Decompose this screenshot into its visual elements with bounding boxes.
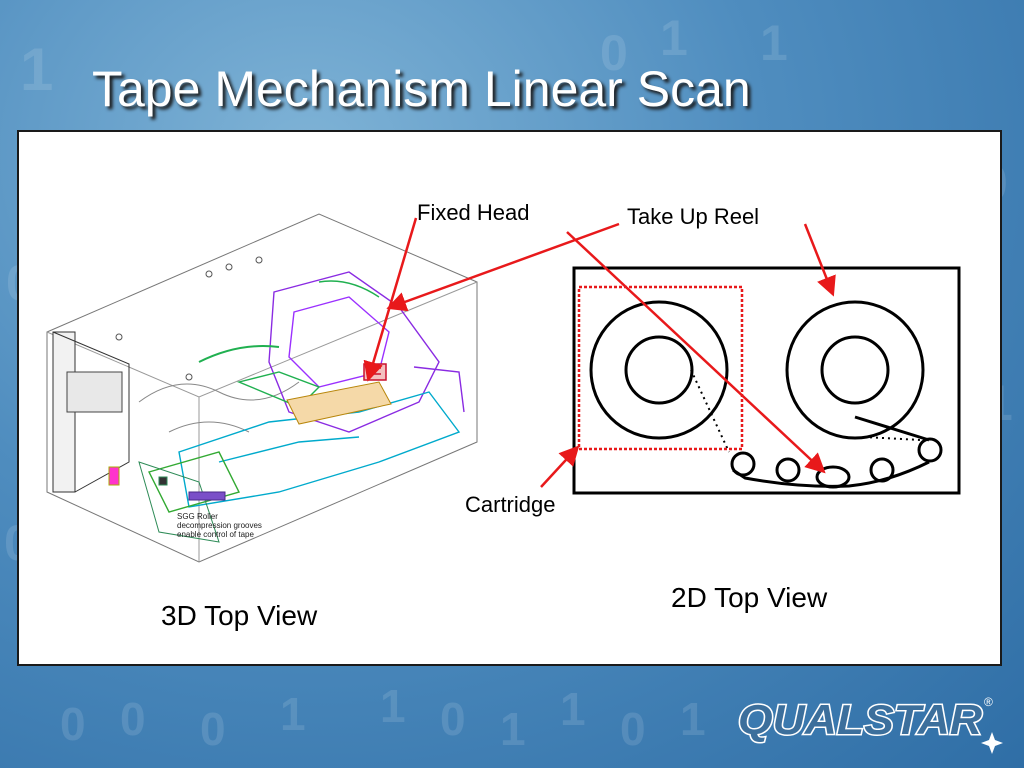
supply-reel-outer bbox=[589, 300, 729, 440]
bg-digit: 0 bbox=[600, 25, 628, 81]
head-assembly bbox=[363, 363, 387, 381]
take-up-reel-outer bbox=[785, 300, 925, 440]
annotation-roller: SGG Roller decompression grooves enable … bbox=[177, 512, 262, 539]
label-fixed-head: Fixed Head bbox=[417, 200, 530, 225]
bg-digit: 0 bbox=[440, 693, 466, 745]
qualstar-logo: QUALSTAR ® bbox=[737, 695, 1003, 754]
bg-digit: 1 bbox=[660, 10, 688, 66]
slide-title: Tape Mechanism Linear Scan bbox=[92, 61, 751, 117]
arrow-fixed-head-3d bbox=[363, 217, 418, 382]
tape-drive-3d-drawing bbox=[46, 213, 478, 563]
tape-path-lower bbox=[732, 460, 930, 488]
arrow-fixed-head-2d bbox=[566, 231, 826, 474]
bg-digit: 0 bbox=[120, 693, 146, 745]
annotation-line: decompression grooves bbox=[177, 521, 262, 530]
bg-digit: 1 bbox=[380, 680, 406, 732]
panel-illustration bbox=[46, 213, 961, 563]
take-up-reel-hub bbox=[820, 335, 890, 405]
bg-digit: 0 bbox=[200, 703, 226, 755]
bg-digit: 0 bbox=[60, 698, 86, 750]
annotation-line: SGG Roller bbox=[177, 512, 218, 521]
mechanism-plates bbox=[147, 271, 465, 513]
bg-digit: 1 bbox=[560, 683, 586, 735]
label-3d-top-view: 3D Top View bbox=[161, 600, 318, 631]
logo-registered-mark: ® bbox=[984, 695, 993, 709]
bg-digit: 1 bbox=[20, 36, 53, 103]
bg-digit: 1 bbox=[500, 703, 526, 755]
arrow-cartridge bbox=[540, 445, 580, 488]
logo-wordmark: QUALSTAR bbox=[738, 696, 983, 744]
bg-digit: 0 bbox=[620, 703, 646, 755]
annotation-line: enable control of tape bbox=[177, 530, 254, 539]
pcb-board bbox=[138, 461, 226, 543]
guide-roller-2 bbox=[775, 457, 801, 483]
schematic-2d bbox=[572, 266, 961, 495]
label-cartridge: Cartridge bbox=[465, 492, 556, 517]
sparkle-icon bbox=[981, 732, 1003, 754]
guide-roller-4 bbox=[917, 437, 943, 463]
head-flex-cable bbox=[286, 381, 392, 425]
drive-outline bbox=[572, 266, 961, 495]
tape-path-upper bbox=[854, 415, 930, 442]
supply-reel-hub bbox=[624, 335, 694, 405]
bg-digit: 1 bbox=[280, 688, 306, 740]
callout-arrows bbox=[363, 217, 836, 488]
content-panel: Fixed Head Take Up Reel Cartridge 3D Top… bbox=[17, 130, 1002, 666]
arrow-take-up-reel-2d bbox=[803, 223, 836, 297]
label-2d-top-view: 2D Top View bbox=[671, 582, 828, 613]
label-take-up-reel: Take Up Reel bbox=[627, 204, 760, 229]
bg-digit: 1 bbox=[760, 15, 788, 71]
bg-digit: 1 bbox=[680, 693, 706, 745]
arrow-take-up-reel-3d bbox=[386, 222, 620, 312]
cartridge-outline bbox=[577, 285, 744, 451]
